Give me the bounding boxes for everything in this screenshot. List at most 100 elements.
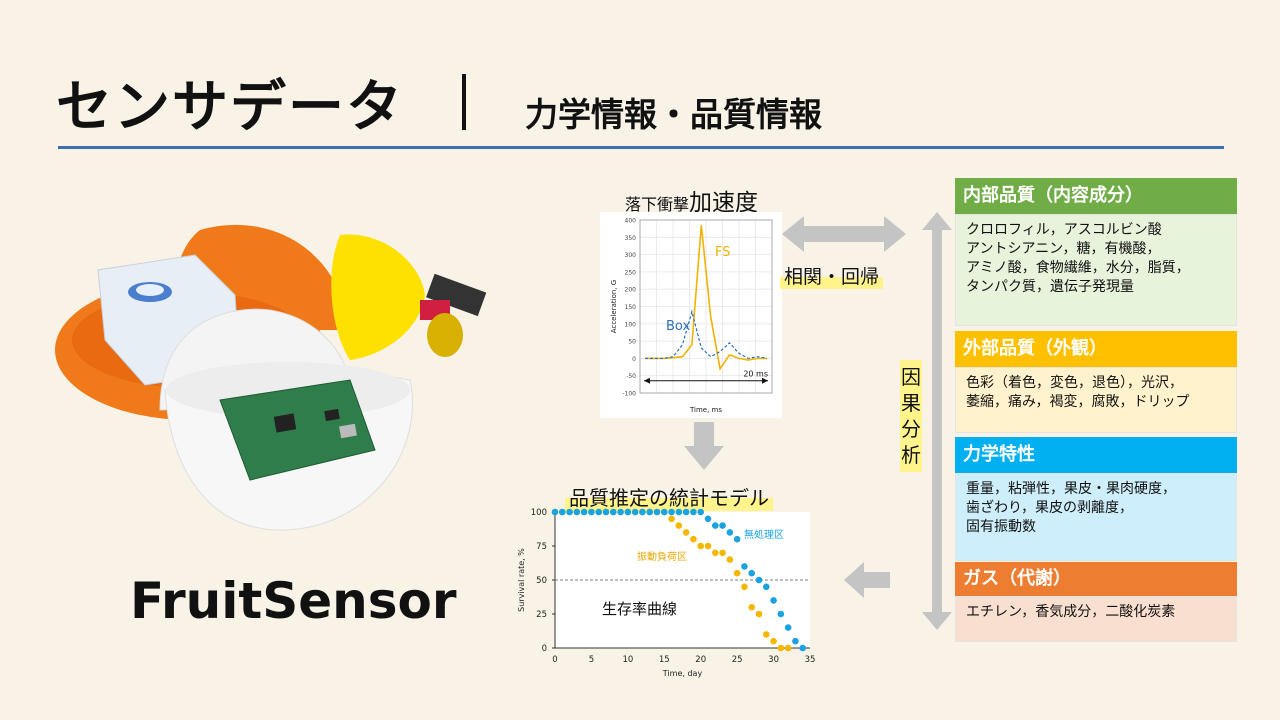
- causal-analysis-label: 因果分析: [900, 360, 922, 472]
- data-point: [668, 515, 675, 523]
- panel-gas: ガス（代謝） エチレン，香気成分，二酸化炭素: [955, 562, 1237, 642]
- device-name: FruitSensor: [130, 572, 457, 630]
- data-point: [631, 508, 639, 516]
- tick-label: 0: [542, 644, 547, 654]
- data-point: [741, 563, 748, 570]
- left-arrow-icon: [844, 562, 890, 598]
- data-point: [719, 522, 726, 529]
- tick-label: 100: [531, 508, 547, 518]
- panel-line: 歯ざわり，果皮の剥離度，: [966, 500, 1134, 516]
- tick-label: 100: [625, 321, 637, 328]
- data-point: [733, 535, 741, 543]
- tick-label: 10: [622, 655, 633, 665]
- data-point: [566, 508, 573, 516]
- correlation-label: 相関・回帰: [780, 262, 884, 289]
- data-point: [580, 508, 588, 516]
- data-point: [799, 644, 807, 652]
- panel-external-quality: 外部品質（外観） 色彩（着色，変色，退色），光沢， 萎縮，痛み，褐変，腐敗，ドリ…: [955, 331, 1237, 433]
- data-point: [755, 576, 763, 584]
- data-point: [770, 637, 777, 645]
- panel-line: 色彩（着色，変色，退色），光沢，: [966, 375, 1183, 391]
- panel-internal-quality: 内部品質（内容成分） クロロフィル，アスコルビン酸 アントシアニン，糖，有機酸，…: [955, 178, 1237, 326]
- data-point: [784, 624, 792, 631]
- x-axis-label: Time, day: [662, 669, 703, 678]
- tick-label: 400: [625, 218, 637, 225]
- tick-label: 20: [695, 655, 706, 665]
- data-point: [653, 508, 661, 516]
- data-point: [726, 556, 734, 563]
- data-point: [617, 508, 624, 516]
- data-point: [704, 542, 712, 550]
- series-label: 振動負荷区: [637, 550, 687, 563]
- data-point: [697, 542, 705, 550]
- data-point: [690, 535, 697, 543]
- data-point: [595, 508, 603, 516]
- yellow-shell: [331, 234, 425, 360]
- panel-body: クロロフィル，アスコルビン酸 アントシアニン，糖，有機酸， アミノ酸，食物繊維，…: [955, 214, 1237, 326]
- panel-line: クロロフィル，アスコルビン酸: [966, 222, 1162, 238]
- data-point: [646, 508, 654, 516]
- panel-mechanical: 力学特性 重量，粘弾性，果皮・果肉硬度， 歯ざわり，果皮の剥離度， 固有振動数: [955, 437, 1237, 561]
- panel-title: 内部品質（内容成分）: [955, 178, 1237, 214]
- tick-label: 5: [589, 655, 594, 665]
- data-point: [792, 637, 799, 645]
- tick-label: 200: [625, 287, 637, 294]
- accel-title-big: 加速度: [689, 190, 759, 216]
- accel-title-small: 落下衝撃: [625, 195, 690, 214]
- panel-line: タンパク質，遺伝子発現量: [966, 279, 1134, 295]
- down-arrow-icon: [684, 422, 724, 470]
- data-point: [748, 569, 756, 577]
- vertical-double-arrow-icon: [922, 212, 952, 630]
- data-point: [668, 508, 675, 516]
- data-point: [602, 508, 610, 516]
- data-point: [682, 529, 690, 536]
- data-point: [748, 603, 756, 611]
- panel-title: ガス（代謝）: [955, 562, 1237, 596]
- data-point: [573, 508, 581, 516]
- data-point: [762, 631, 770, 638]
- data-point: [639, 508, 646, 516]
- data-point: [770, 597, 777, 604]
- title-divider: [462, 74, 466, 130]
- pcb-board: [219, 379, 376, 481]
- data-point: [719, 549, 726, 557]
- data-point: [711, 549, 719, 557]
- panel-line: 固有振動数: [966, 519, 1036, 535]
- data-point: [558, 508, 566, 516]
- chart-annotation: 生存率曲線: [602, 600, 677, 618]
- panel-body: 色彩（着色，変色，退色），光沢， 萎縮，痛み，褐変，腐敗，ドリップ: [955, 367, 1237, 433]
- data-point: [762, 583, 770, 591]
- header-rule: [58, 146, 1224, 149]
- data-point: [588, 508, 595, 516]
- tick-label: 0: [632, 356, 636, 363]
- connector: [426, 273, 487, 317]
- data-point: [741, 583, 748, 591]
- data-point: [690, 508, 697, 516]
- panel-body: エチレン，香気成分，二酸化炭素: [955, 596, 1237, 642]
- tick-label: 250: [625, 269, 637, 276]
- tick-label: -100: [622, 391, 636, 398]
- data-point: [551, 508, 559, 516]
- data-point: [726, 529, 734, 536]
- double-arrow-icon: [782, 216, 906, 252]
- data-point: [733, 569, 741, 577]
- panel-line: エチレン，香気成分，二酸化炭素: [966, 604, 1176, 620]
- y-axis-label: Acceleration, G: [610, 280, 618, 333]
- data-point: [704, 515, 712, 523]
- series-label: Box: [666, 319, 690, 334]
- tick-label: 25: [732, 655, 743, 665]
- series-label: FS: [715, 245, 731, 260]
- page-title: センサデータ: [56, 75, 404, 140]
- stat-model-label: 品質推定の統計モデル: [565, 482, 773, 511]
- tick-label: 150: [625, 304, 637, 311]
- tick-label: 0: [552, 655, 557, 665]
- data-point: [711, 522, 719, 529]
- fruit-sensor-photo: [55, 224, 487, 531]
- span-arrow-head: [644, 377, 650, 384]
- data-point: [777, 610, 785, 618]
- tick-label: -50: [626, 373, 636, 380]
- accel-title: 落下衝撃加速度: [625, 183, 758, 217]
- series-label: 無処理区: [744, 528, 784, 541]
